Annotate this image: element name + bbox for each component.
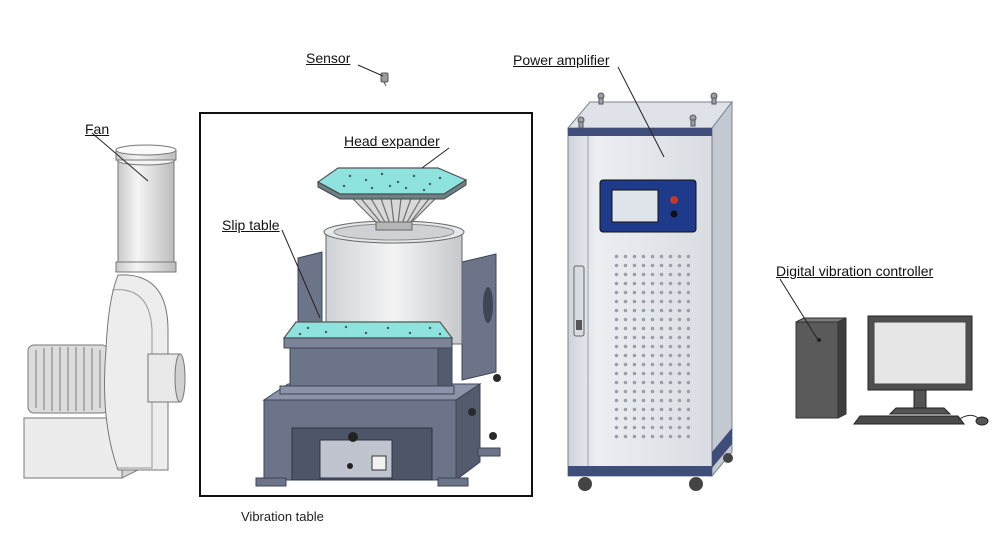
power-amplifier-cabinet: [566, 92, 734, 491]
fan: [23, 144, 186, 479]
vibration-table-frame: [199, 112, 533, 497]
head-expander-label: Head expander: [344, 133, 440, 149]
vibration-table-caption: Vibration table: [241, 509, 324, 524]
slip-table-label: Slip table: [222, 217, 280, 233]
fan-label: Fan: [85, 121, 110, 137]
power-amplifier-label: Power amplifier: [513, 52, 610, 68]
leader-lines: [91, 64, 819, 341]
sensor-label: Sensor: [306, 50, 351, 66]
vibration-table: [255, 167, 501, 487]
digital-vibration-controller-label: Digital vibration controller: [776, 263, 934, 279]
digital-vibration-controller: [795, 315, 989, 426]
sensor: [380, 72, 389, 87]
